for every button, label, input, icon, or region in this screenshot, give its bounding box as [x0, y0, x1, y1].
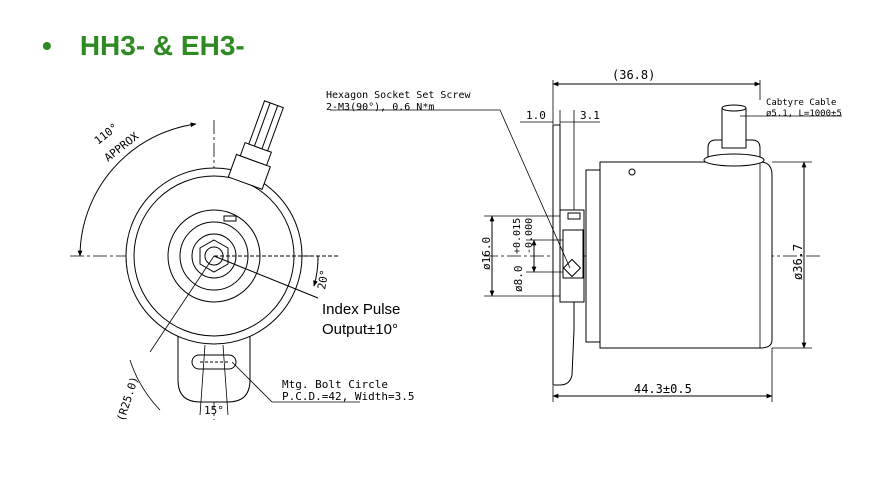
cable-gland	[227, 100, 284, 190]
slot-angle-label: 15°	[204, 404, 224, 417]
set-screw-top	[567, 212, 581, 220]
side-view	[330, 80, 842, 402]
shaft-tol-lower: -0.000	[524, 218, 535, 254]
encoder-body	[599, 161, 773, 349]
set-screw-leader	[330, 109, 571, 269]
front-view	[70, 100, 360, 420]
hex-socket	[199, 239, 229, 273]
flange-dim-label: 1.0	[526, 109, 546, 122]
side-cable	[721, 107, 747, 149]
cable-label-2: ø5.1, L=1000±5	[766, 109, 842, 119]
body-rear-ring	[585, 169, 601, 343]
body-mark	[628, 168, 636, 176]
shaft-dia-label: ø8.0	[512, 266, 525, 293]
index-line	[213, 255, 319, 299]
body-length-label: 44.3±0.5	[634, 382, 692, 396]
heading-title: HH3- & EH3-	[79, 30, 245, 61]
index-angle-label: 20°	[315, 269, 331, 291]
set-screw-label-1: Hexagon Socket Set Screw	[326, 90, 471, 101]
cable-label-1: Cabtyre Cable	[766, 98, 836, 108]
offset-dim-label: 3.1	[580, 109, 600, 122]
shaft-tol-upper: +0.015	[512, 218, 523, 254]
radius-leader	[149, 255, 215, 353]
bolt-circle-label-1: Mtg. Bolt Circle	[282, 378, 388, 391]
set-screw-label-2: 2-M3(90°), 0.6 N*m	[326, 102, 434, 113]
approx-angle-arc	[77, 122, 197, 257]
set-screw-front	[223, 215, 237, 222]
index-pulse-label-2: Output±10°	[322, 321, 398, 338]
index-angle-arc	[313, 255, 319, 287]
radius-label: (R25.0)	[114, 375, 141, 423]
heading-bullet: •	[42, 30, 52, 61]
bolt-slot	[191, 354, 237, 370]
index-pulse-label-1: Index Pulse	[322, 301, 400, 318]
body-dia-label: ø36.7	[791, 244, 805, 280]
hub-dia-label: ø16.0	[480, 237, 493, 270]
overall-length-label: (36.8)	[612, 68, 655, 82]
bolt-circle-label-2: P.C.D.=42, Width=3.5	[282, 390, 414, 403]
section-heading: • HH3- & EH3-	[42, 30, 245, 62]
bolt-circle-leader	[231, 361, 360, 403]
